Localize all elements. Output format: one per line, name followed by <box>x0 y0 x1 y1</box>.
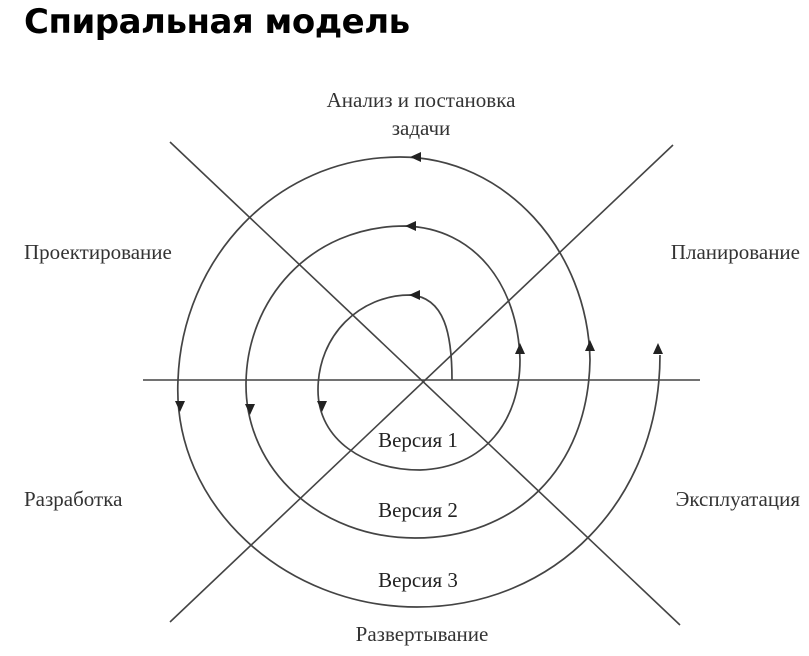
arrow-middle-top <box>405 221 416 231</box>
diagonal-axis-asc <box>169 144 674 623</box>
spiral-loop-2 <box>245 225 591 539</box>
version-label-3: Версия 3 <box>378 568 458 592</box>
version-label-2: Версия 2 <box>378 498 458 522</box>
spiral-loop-3 <box>177 156 661 608</box>
arrow-inner-left <box>317 401 327 412</box>
phase-label-planning: Планирование <box>671 240 800 264</box>
phase-label-analysis-2: задачи <box>392 116 451 140</box>
spiral-loop-1 <box>317 294 521 471</box>
arrow-outer-left <box>175 401 185 412</box>
arrow-middle-left <box>245 404 255 415</box>
arrow-inner-right <box>515 343 525 354</box>
arrow-outer-top <box>410 152 421 162</box>
phase-label-development: Разработка <box>24 487 123 511</box>
phase-label-operation: Эксплуатация <box>676 487 801 511</box>
version-label-1: Версия 1 <box>378 428 458 452</box>
page-title: Спиральная модель <box>24 2 410 42</box>
diagonal-axis-desc <box>169 141 681 626</box>
arrow-inner-top <box>409 290 420 300</box>
arrow-outer-right <box>653 343 663 354</box>
phase-label-design: Проектирование <box>24 240 172 264</box>
phase-label-analysis-1: Анализ и постановка <box>327 88 517 112</box>
phase-label-deployment: Развертывание <box>356 622 489 646</box>
arrow-middle-right <box>585 340 595 351</box>
